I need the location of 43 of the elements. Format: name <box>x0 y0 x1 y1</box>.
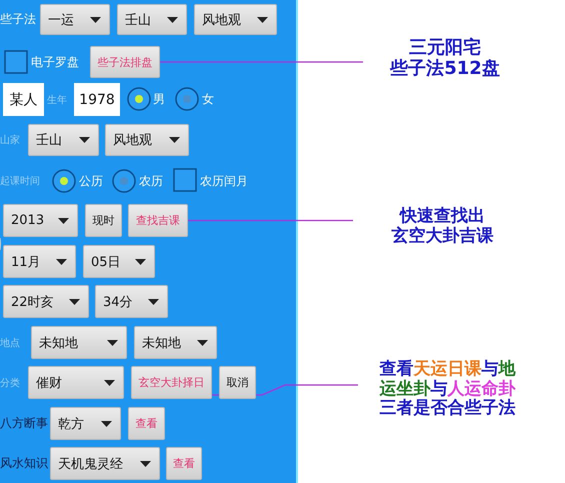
form-label: 八方断事 <box>0 415 48 432</box>
dropdown: 壬山 <box>117 4 187 35</box>
dropdown: 风地观 <box>105 124 189 156</box>
action-button: 查看 <box>166 447 202 480</box>
action-button: 玄空大卦择日 <box>131 366 212 399</box>
leader-line <box>160 61 363 63</box>
dropdown: 未知地 <box>134 326 217 359</box>
leader-line <box>188 220 353 222</box>
action-button: 些子法排盘 <box>90 46 160 78</box>
input-field: 某人 <box>3 83 44 116</box>
dropdown: 未知地 <box>31 326 127 359</box>
dropdown: 2013 <box>3 204 78 237</box>
form-label: 山家 <box>0 134 21 148</box>
dropdown: 风地观 <box>194 4 277 35</box>
form-label: 农历 <box>139 172 164 190</box>
action-button: 取消 <box>219 366 256 399</box>
action-button: 现时 <box>85 204 122 237</box>
dropdown: 05日 <box>83 245 155 278</box>
form-label: 风水知识 <box>0 455 48 472</box>
callout-text: 查看天运日课与地运坐卦与人运命卦三者是否合些子法 <box>360 360 535 426</box>
form-label: 起课时间 <box>0 174 41 189</box>
dropdown: 11月 <box>3 245 76 278</box>
form-label: 些子法 <box>0 11 37 28</box>
dropdown: 壬山 <box>28 124 99 156</box>
form-label: 农历闰月 <box>200 172 249 190</box>
input-field: 1978 <box>74 83 120 116</box>
action-button: 查找吉课 <box>128 204 188 237</box>
form-label: 男 <box>153 91 166 108</box>
dropdown: 催财 <box>28 366 124 399</box>
form-label: 分类 <box>0 376 21 390</box>
dropdown: 乾方 <box>50 407 121 440</box>
form-label: 生年 <box>47 94 68 108</box>
dropdown: 34分 <box>95 285 168 318</box>
dropdown: 一运 <box>40 4 110 35</box>
form-label: 公历 <box>79 172 104 190</box>
callout-text: 快速查找出玄空大卦吉课 <box>355 207 530 255</box>
dropdown: 天机鬼灵经 <box>50 447 160 480</box>
form-label: 女 <box>202 91 215 108</box>
action-button: 查看 <box>128 407 165 440</box>
form-label: 地点 <box>0 336 21 350</box>
form-label: 电子罗盘 <box>31 54 80 70</box>
callout-text: 三元阳宅些子法512盘 <box>365 38 525 86</box>
dropdown: 22时亥 <box>3 285 89 318</box>
